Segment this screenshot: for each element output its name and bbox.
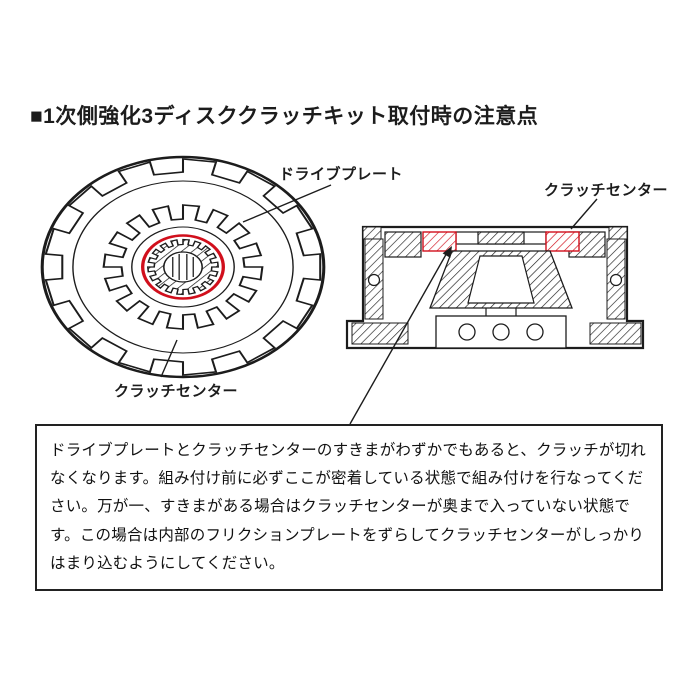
note-text: ドライブプレートとクラッチセンターのすきまがわずかでもあると、クラッチが切れなく… (50, 442, 646, 572)
label-clutch-center-bottom: クラッチセンター (114, 383, 239, 400)
flange-right (589, 322, 642, 345)
gap-callout-arrowhead (442, 246, 452, 258)
label-clutch-center-top: クラッチセンター (544, 182, 669, 199)
leader-lines (160, 184, 598, 425)
red-highlight-ring (141, 234, 225, 300)
note-box: ドライブプレートとクラッチセンターのすきまがわずかでもあると、クラッチが切れなく… (35, 424, 663, 592)
leader-gap-callout (349, 250, 449, 425)
clutch-basket-front-view (40, 155, 326, 379)
hub-bore (163, 251, 203, 283)
leader-drive-plate (242, 184, 332, 223)
clutch-center-face-edge (131, 226, 235, 308)
basket-outer-rim (40, 155, 326, 379)
clutch-cross-section (345, 225, 645, 350)
clutch-center-bore (467, 255, 535, 304)
label-drive-plate: ドライブプレート (279, 166, 404, 183)
page-title: ■1次側強化3ディスククラッチキット取付時の注意点 (30, 105, 539, 128)
leader-clutch-center-top (570, 198, 598, 230)
pressure-plate-left (384, 231, 422, 258)
flange-left (351, 322, 409, 345)
bearing-ball (458, 323, 476, 341)
basket-floor-edge (72, 180, 294, 354)
leader-clutch-center-bottom (160, 339, 178, 378)
bearing-ball (526, 323, 544, 341)
red-contact-area-right (545, 231, 580, 252)
red-contact-area-left (422, 231, 457, 252)
hub-bore-splines (172, 254, 194, 280)
bearing-ball (492, 323, 510, 341)
